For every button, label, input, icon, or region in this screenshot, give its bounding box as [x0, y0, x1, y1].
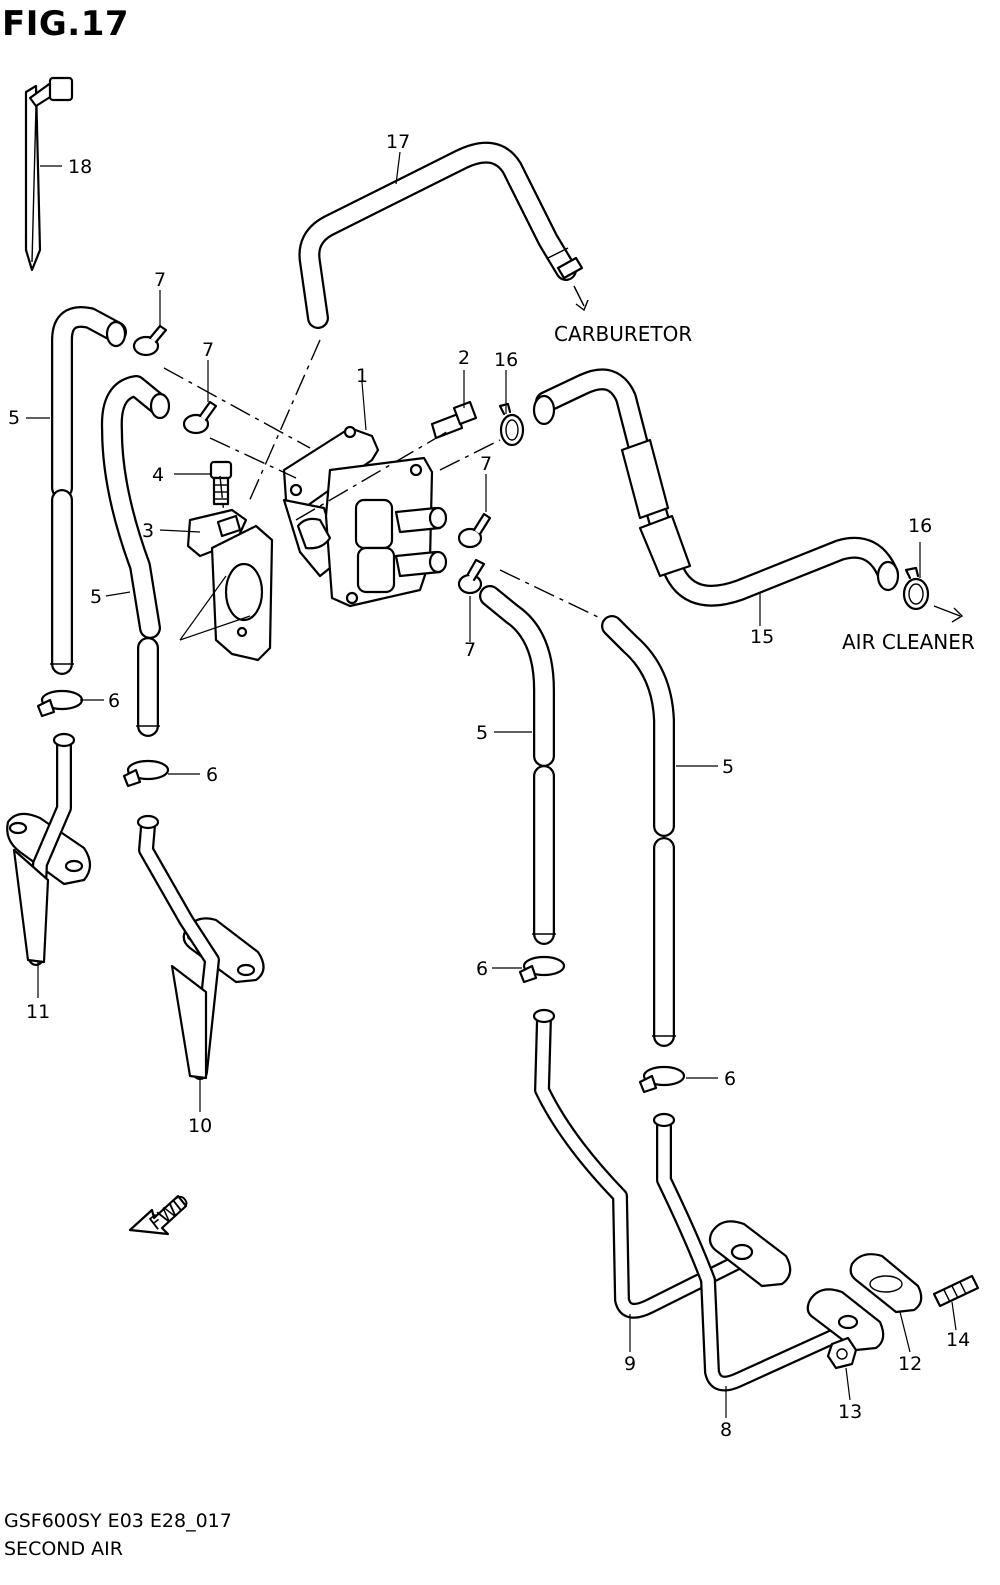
part-7-clip [457, 558, 486, 595]
callout-6a: 6 [108, 690, 120, 712]
carburetor-label: CARBURETOR [554, 322, 692, 346]
part-14-stud [932, 1274, 980, 1308]
callout-9: 9 [624, 1353, 636, 1375]
section-name: SECOND AIR [4, 1538, 123, 1560]
callout-18: 18 [68, 156, 92, 178]
callout-11: 11 [26, 1001, 50, 1023]
callout-1: 1 [356, 365, 368, 387]
part-15-hose-air-cleaner [532, 368, 964, 623]
air-cleaner-label: AIR CLEANER [842, 630, 975, 654]
callout-5c: 5 [476, 722, 488, 744]
part-5-hose [601, 615, 676, 1047]
callout-10: 10 [188, 1115, 212, 1137]
callout-17: 17 [386, 131, 410, 153]
callout-2: 2 [458, 347, 470, 369]
part-2-bolt [430, 400, 478, 440]
part-9-pipe [532, 1008, 792, 1319]
part-5-hose [479, 585, 556, 945]
callout-6c: 6 [476, 958, 488, 980]
callout-5a: 5 [8, 407, 20, 429]
callout-7d: 7 [464, 639, 476, 661]
part-8-pipe [652, 1112, 885, 1392]
part-7-clip [182, 400, 218, 435]
part-16-clamp [498, 402, 525, 447]
callout-5b: 5 [90, 586, 102, 608]
callout-16b: 16 [908, 515, 932, 537]
fwd-label: FWD [145, 1190, 194, 1235]
part-1-reed-valve [282, 425, 448, 608]
callout-6b: 6 [206, 764, 218, 786]
part-5-hose [50, 306, 127, 675]
part-6-clamp [122, 759, 170, 788]
callout-8: 8 [720, 1419, 732, 1441]
fwd-arrow-icon: FWD [128, 1190, 194, 1236]
part-6-clamp [518, 955, 566, 984]
part-11-pipe [6, 732, 92, 966]
part-6-clamp [36, 689, 84, 718]
part-7-clip [132, 324, 168, 357]
callout-7b: 7 [202, 339, 214, 361]
callout-7a: 7 [154, 269, 166, 291]
model-code: GSF600SY E03 E28_017 [4, 1510, 232, 1532]
part-13-nut [826, 1336, 858, 1370]
part-16-clamp [902, 566, 930, 611]
part-3-bracket [186, 508, 248, 558]
part-6-clamp [638, 1065, 686, 1094]
callout-13: 13 [838, 1401, 862, 1423]
callout-7c: 7 [480, 453, 492, 475]
callout-15: 15 [750, 626, 774, 648]
figure-title: FIG.17 [2, 4, 130, 44]
callout-leaders [26, 151, 957, 1418]
callout-5d: 5 [722, 756, 734, 778]
callout-4: 4 [152, 464, 164, 486]
callout-3: 3 [142, 520, 154, 542]
callout-14: 14 [946, 1329, 970, 1351]
part-10-pipe [136, 814, 265, 1080]
callout-16a: 16 [494, 349, 518, 371]
part-5-hose [100, 375, 171, 737]
part-18-harness-clip [24, 76, 74, 272]
part-12-gasket [849, 1253, 923, 1314]
assembly-line [163, 339, 601, 619]
callout-12: 12 [898, 1353, 922, 1375]
part-7-clip [457, 512, 492, 549]
callout-6d: 6 [724, 1068, 736, 1090]
gasket [210, 524, 274, 662]
part-17-hose-carburetor [298, 141, 589, 329]
